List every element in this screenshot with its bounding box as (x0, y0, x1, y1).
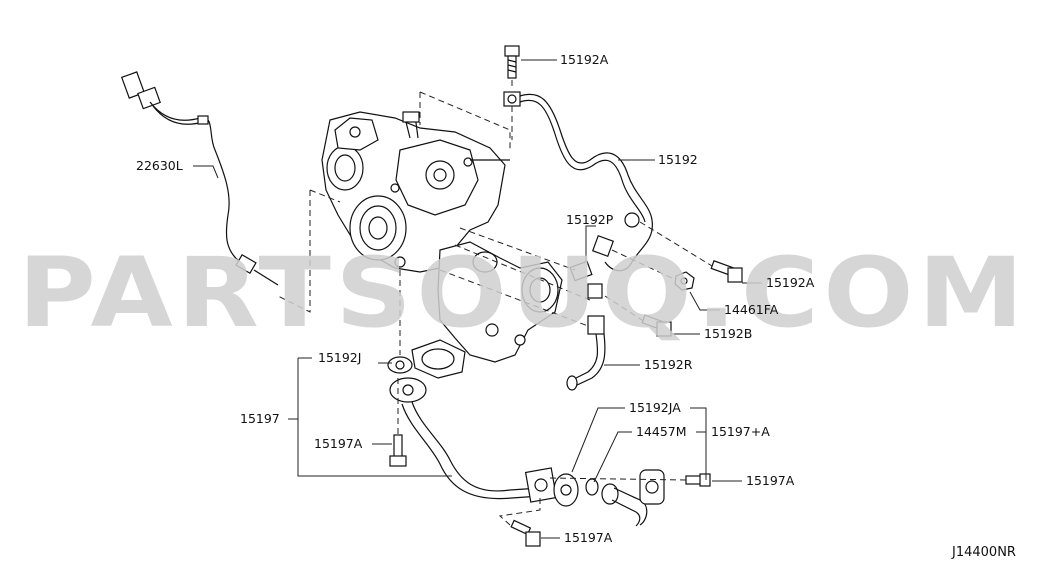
bolt-15192a-top[interactable] (504, 45, 520, 79)
oil-feed-pipe[interactable] (503, 91, 653, 272)
callout-nut[interactable]: 14461FA (724, 302, 779, 317)
bolt-15197a-right[interactable] (685, 473, 711, 487)
bolt-15192a-right[interactable] (710, 260, 743, 283)
callout-bolt-a-right[interactable]: 15197A (746, 473, 795, 488)
callout-bolt-top[interactable]: 15192A (560, 52, 609, 67)
callout-gasket-ja[interactable]: 15192JA (629, 400, 681, 415)
gasket-15192ja[interactable] (553, 473, 579, 507)
turbocharger[interactable] (321, 111, 563, 379)
bolt-15192b[interactable] (641, 314, 672, 337)
fitting-15192p[interactable] (569, 260, 603, 299)
callout-bolt-a-bottom[interactable]: 15197A (564, 530, 613, 545)
callout-bolt-right[interactable]: 15192A (766, 275, 815, 290)
callout-gasket-j[interactable]: 15192J (318, 350, 361, 365)
callout-bolt-b[interactable]: 15192B (704, 326, 752, 341)
callout-fitting-p[interactable]: 15192P (566, 212, 614, 227)
callout-pipe-plus-a[interactable]: 15197+A (711, 424, 770, 439)
assembly-guide-lines (277, 80, 713, 526)
callout-oring[interactable]: 14457M (636, 424, 687, 439)
leader-lines (193, 59, 762, 539)
callout-bolt-a-left[interactable]: 15197A (314, 436, 363, 451)
pipe-15197-plus-a[interactable] (601, 469, 665, 527)
return-hose-15192r[interactable] (566, 315, 606, 391)
nut-14461fa[interactable] (674, 271, 695, 291)
watermark-text: PARTSOUQ.COM (18, 237, 1028, 349)
callout-sensor[interactable]: 22630L (136, 158, 183, 173)
diagram-reference: J14400NR (951, 545, 1016, 560)
exhaust-temp-sensor[interactable] (120, 71, 279, 286)
callout-return-pipe[interactable]: 15197 (240, 411, 280, 426)
callout-return-hose[interactable]: 15192R (644, 357, 693, 372)
bolt-15197a-left[interactable] (389, 434, 407, 467)
oil-return-pipe-15197[interactable] (389, 377, 558, 503)
bolt-15197a-bottom[interactable] (510, 519, 541, 547)
oring-14457m[interactable] (585, 478, 599, 496)
gasket-15192j[interactable] (387, 356, 413, 374)
callout-oil-feed-pipe[interactable]: 15192 (658, 152, 698, 167)
